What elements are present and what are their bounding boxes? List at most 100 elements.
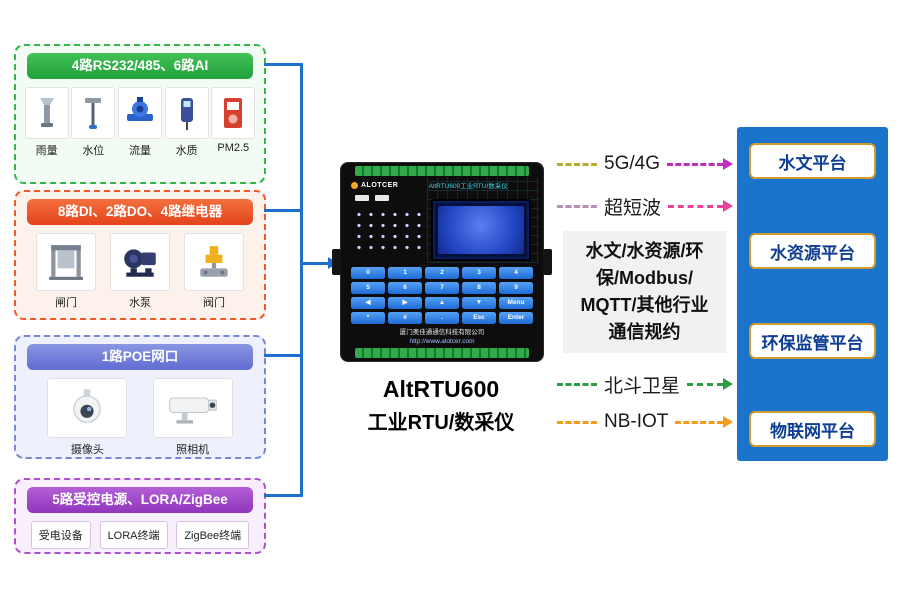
rtu-device: ALOTCER AltRTU600工业RTU/数采仪 0 1 2 3 4 5 6…	[332, 162, 552, 362]
device-header: ALOTCER AltRTU600工业RTU/数采仪	[351, 180, 535, 190]
device-footer: 厦门奥佳通通信科技有限公司 http://www.alotcer.com	[341, 329, 543, 347]
group-items: 受电设备 LORA终端 ZigBee终端	[16, 519, 264, 551]
actuator-label: 水泵	[129, 297, 151, 309]
panel-button	[355, 195, 369, 201]
rain-gauge-icon	[39, 98, 54, 127]
sensor-card	[117, 87, 162, 139]
sensor-card	[211, 87, 256, 139]
brand-logo-icon	[351, 181, 358, 189]
group-di-do-relay: 8路DI、2路DO、4路继电器 闸门 水泵 阀门	[14, 190, 266, 320]
keypad-key: 6	[388, 282, 422, 294]
protocol-line: 保/Modbus/	[596, 268, 693, 288]
protocol-line: MQTT/其他行业	[580, 295, 709, 315]
connector-stub-dido	[264, 209, 302, 212]
sensor-item-water-level: 水位	[71, 87, 116, 158]
keypad-key: *	[351, 312, 385, 324]
dashed-line-left	[557, 420, 597, 424]
pm25-sensor-icon	[224, 98, 243, 128]
dashed-line-right	[675, 420, 723, 424]
comm-link-5g4g: 5G/4G	[557, 152, 733, 176]
terminal-item-lora: LORA终端	[99, 521, 168, 549]
comm-link-beidou: 北斗卫星	[557, 372, 733, 397]
terminal-block-bottom	[355, 348, 529, 358]
water-level-icon	[85, 98, 102, 129]
keypad-key: #	[388, 312, 422, 324]
camera-item-box: 照相机	[152, 378, 233, 457]
device-caption: AltRTU600 工业RTU/数采仪	[330, 376, 552, 435]
keypad-key: 5	[351, 282, 385, 294]
camera-label: 摄像头	[70, 444, 104, 456]
comm-link-label: 5G/4G	[604, 153, 660, 174]
arrowhead-icon	[723, 416, 733, 428]
actuator-card	[110, 233, 170, 291]
keypad-key: ▼	[462, 297, 496, 309]
box-camera-icon	[168, 397, 217, 424]
connector-stub-rs232	[264, 63, 302, 66]
group-power-lora-zigbee: 5路受控电源、LORA/ZigBee 受电设备 LORA终端 ZigBee终端	[14, 478, 266, 554]
protocol-line: 水文/水资源/环	[585, 241, 704, 261]
platform-water-resources: 水资源平台	[749, 233, 876, 269]
keypad-key: 4	[499, 267, 533, 279]
dashed-line-left	[557, 162, 597, 166]
actuator-label: 阀门	[203, 297, 225, 309]
camera-card	[47, 378, 128, 438]
platform-hydrology: 水文平台	[749, 143, 876, 179]
water-quality-icon	[180, 98, 193, 130]
lcd-screen	[431, 199, 531, 261]
actuator-card	[36, 233, 96, 291]
actuator-card	[184, 233, 244, 291]
dashed-line-left	[557, 204, 597, 208]
sensor-label: 雨量	[35, 145, 58, 157]
sensor-label: 水位	[82, 145, 105, 157]
group-poe: 1路POE网口 摄像头 照相机	[14, 335, 266, 459]
camera-label: 照相机	[176, 444, 210, 456]
keypad-key: 1	[388, 267, 422, 279]
connector-stub-lora	[264, 494, 302, 497]
group-items: 摄像头 照相机	[16, 376, 264, 459]
arrowhead-icon	[723, 378, 733, 390]
sensor-card	[164, 87, 209, 139]
device-panel-title: AltRTU600工业RTU/数采仪	[428, 183, 508, 190]
group-title-poe: 1路POE网口	[27, 344, 253, 370]
keypad-key: .	[425, 312, 459, 324]
group-title-power-lora-zigbee: 5路受控电源、LORA/ZigBee	[27, 487, 253, 513]
protocol-box: 水文/水资源/环 保/Modbus/ MQTT/其他行业 通信规约	[563, 231, 726, 353]
dashed-line-right	[666, 162, 723, 166]
sensor-label: 水质	[175, 145, 198, 157]
device-keypad: 0 1 2 3 4 5 6 7 8 9 ◀ ▶ ▲ ▼ Menu * # . E…	[351, 267, 533, 324]
keypad-key: Esc	[462, 312, 496, 324]
dome-camera-icon	[73, 389, 102, 423]
sensor-item-pm25: PM2.5	[211, 87, 256, 154]
connector-stub-poe	[264, 354, 302, 357]
platform-iot: 物联网平台	[749, 411, 876, 447]
mounting-ear-left	[332, 249, 341, 275]
connector-stub-device	[300, 262, 330, 265]
keypad-key: 7	[425, 282, 459, 294]
actuator-label: 闸门	[55, 297, 77, 309]
sensor-card	[71, 87, 116, 139]
group-items: 雨量 水位 流量 水质	[16, 85, 264, 160]
comm-link-label: 北斗卫星	[604, 375, 681, 397]
keypad-key: ▶	[388, 297, 422, 309]
sensor-item-flow: 流量	[117, 87, 162, 158]
terminal-block-top	[355, 166, 529, 176]
keypad-key: 9	[499, 282, 533, 294]
keypad-key: 2	[425, 267, 459, 279]
group-rs232-ai: 4路RS232/485、6路AI 雨量 水位 流量	[14, 44, 266, 184]
keypad-key: Menu	[499, 297, 533, 309]
pump-icon	[124, 249, 156, 277]
group-title-rs232-ai: 4路RS232/485、6路AI	[27, 53, 253, 79]
keypad-key: Enter	[499, 312, 533, 324]
protocol-line: 通信规约	[608, 322, 681, 342]
terminal-item-powered-device: 受电设备	[30, 521, 91, 549]
keypad-key: ▲	[425, 297, 459, 309]
company-name: 厦门奥佳通通信科技有限公司	[399, 329, 485, 336]
comm-link-uhf: 超短波	[557, 194, 733, 219]
valve-icon	[200, 246, 228, 277]
sensor-item-rain: 雨量	[24, 87, 69, 158]
group-title-di-do-relay: 8路DI、2路DO、4路继电器	[27, 199, 253, 225]
comm-link-label: NB-IOT	[604, 411, 669, 432]
sensor-item-water-quality: 水质	[164, 87, 209, 158]
mounting-ear-right	[543, 249, 552, 275]
